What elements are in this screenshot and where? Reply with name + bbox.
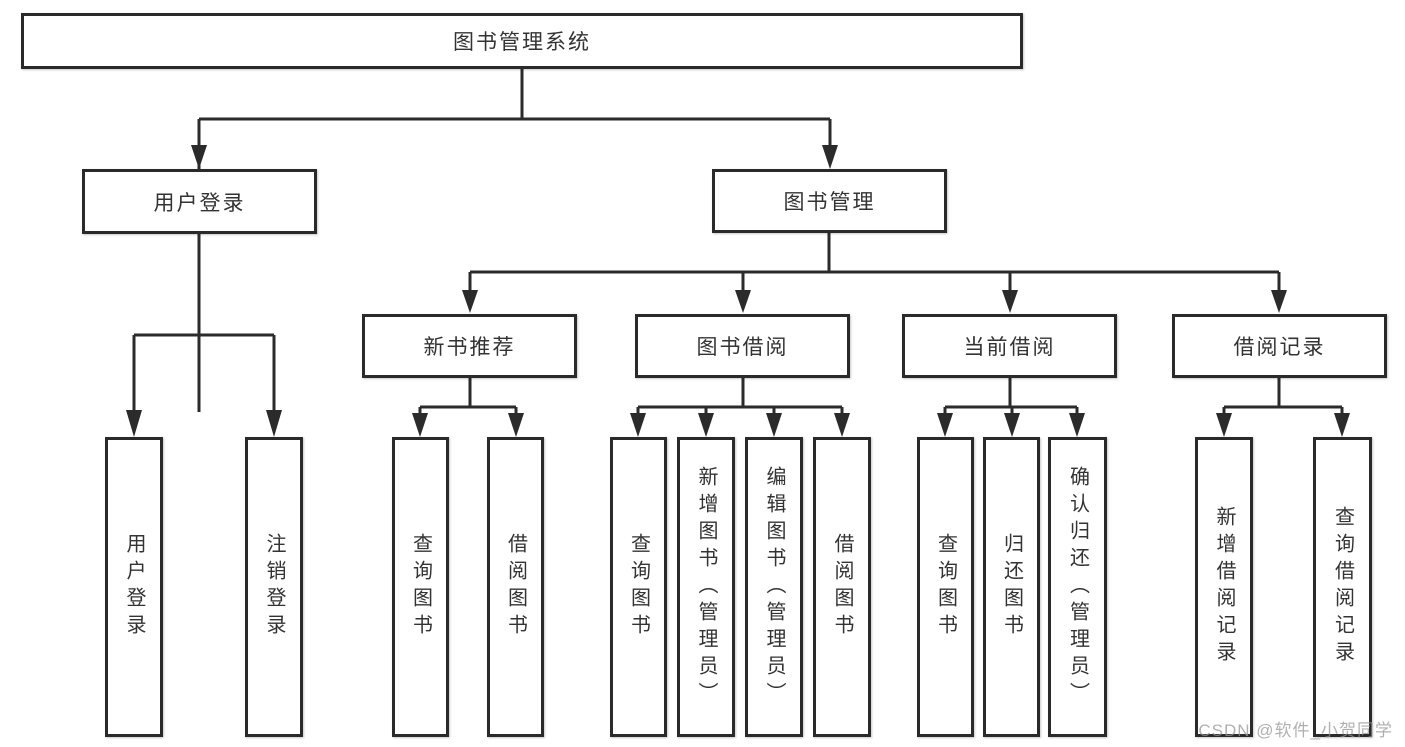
leaf-bor-query-book: 查询图书 bbox=[610, 437, 667, 737]
leaf-cur-return-book: 归还图书 bbox=[983, 437, 1040, 737]
leaf-user-login: 用户登录 bbox=[105, 437, 163, 737]
node-user-login: 用户登录 bbox=[82, 169, 317, 234]
csdn-watermark: CSDN @软件_小贺同学 bbox=[1198, 721, 1393, 740]
node-new-book-recommend: 新书推荐 bbox=[362, 314, 577, 378]
node-root-system: 图书管理系统 bbox=[21, 13, 1023, 69]
leaf-bor-add-book-admin: 新增图书（管理员） bbox=[677, 437, 735, 737]
leaf-cur-confirm-return-admin: 确认归还（管理员） bbox=[1048, 437, 1107, 737]
leaf-bor-edit-book-admin: 编辑图书（管理员） bbox=[745, 437, 803, 737]
leaf-rcd-add-record: 新增借阅记录 bbox=[1195, 437, 1253, 737]
leaf-rec-borrow-book: 借阅图书 bbox=[487, 437, 544, 737]
node-book-management: 图书管理 bbox=[712, 169, 947, 233]
leaf-bor-borrow-book: 借阅图书 bbox=[813, 437, 871, 737]
leaf-rec-query-book: 查询图书 bbox=[392, 437, 449, 737]
leaf-cur-query-book: 查询图书 bbox=[917, 437, 974, 737]
leaf-rcd-query-record: 查询借阅记录 bbox=[1313, 437, 1372, 737]
leaf-logout: 注销登录 bbox=[245, 437, 303, 737]
node-borrow-records: 借阅记录 bbox=[1172, 314, 1387, 378]
node-book-borrow: 图书借阅 bbox=[635, 314, 850, 378]
node-current-borrow: 当前借阅 bbox=[902, 314, 1117, 378]
